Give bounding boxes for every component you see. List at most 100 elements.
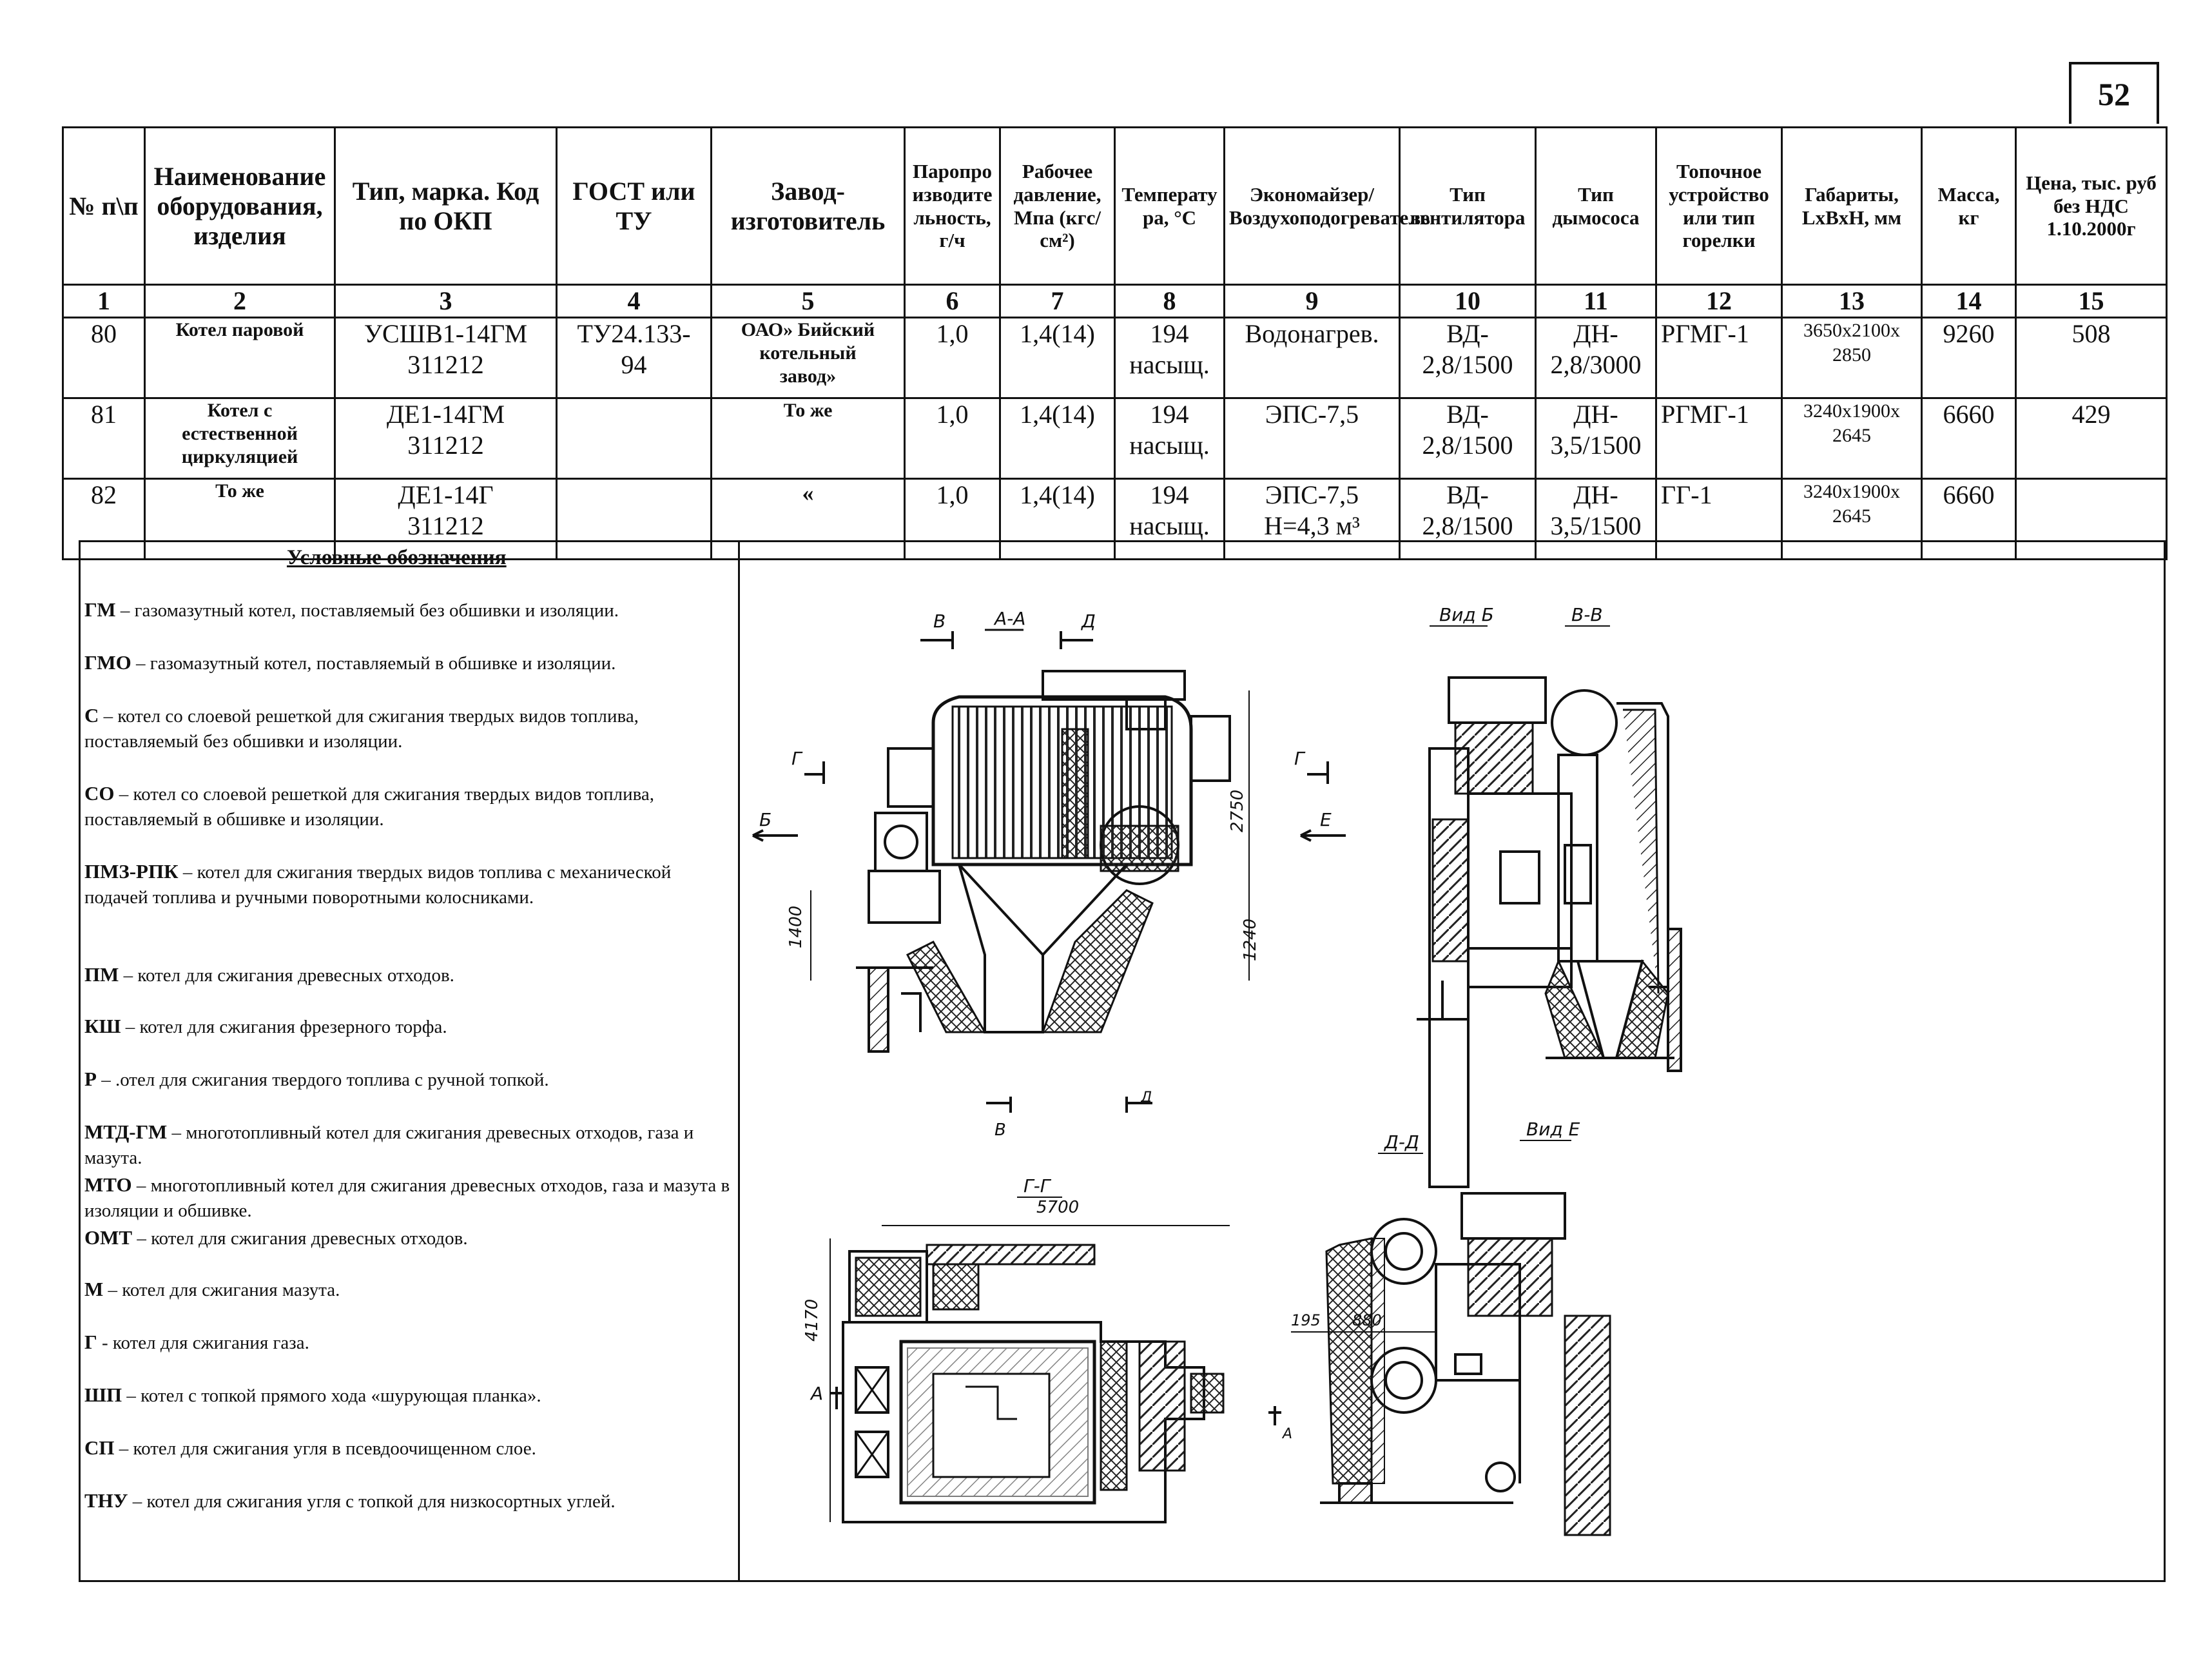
row-economizer: Водонагрев. bbox=[1223, 317, 1401, 399]
row-fan: ВД-2,8/1500 bbox=[1399, 478, 1537, 560]
label-cut-d-bottom: Д bbox=[1140, 1090, 1152, 1106]
col-number: 12 bbox=[1655, 284, 1783, 318]
label-cut-v-bottom: В bbox=[994, 1120, 1006, 1140]
row-maker: То же bbox=[710, 397, 906, 480]
label-view-aa: А-А bbox=[993, 608, 1025, 629]
dim-4170: 4170 bbox=[802, 1299, 822, 1342]
dim-195: 195 bbox=[1291, 1311, 1321, 1329]
bottom-section: Условные обозначения ГМ – газомазутный к… bbox=[79, 540, 2166, 1582]
label-cut-a-right: А bbox=[1281, 1426, 1292, 1442]
dim-1400: 1400 bbox=[786, 906, 806, 948]
col-number: 8 bbox=[1114, 284, 1225, 318]
row-mass: 6660 bbox=[1921, 397, 2017, 480]
row-gost: ТУ24.133-94 bbox=[556, 317, 712, 399]
col-number: 4 bbox=[556, 284, 712, 318]
label-view-e-arrow: Е bbox=[1320, 809, 1332, 830]
legend-title: Условные обозначения bbox=[287, 546, 507, 569]
row-no: 82 bbox=[62, 478, 146, 560]
legend-item: МТО – многотопливный котел для сжигания … bbox=[84, 1173, 730, 1221]
col-header-mass: Масса, кг bbox=[1921, 126, 2017, 286]
row-name: То же bbox=[144, 478, 336, 560]
header-row: № п\п Наименование оборудования, изделия… bbox=[62, 126, 2168, 286]
col-header-capacity: Паропроизводительность, г/ч bbox=[904, 126, 1001, 286]
row-exhauster: ДН-3,5/1500 bbox=[1535, 397, 1657, 480]
col-header-temperature: Температура, °С bbox=[1114, 126, 1225, 286]
col-number: 2 bbox=[144, 284, 336, 318]
row-pressure: 1,4(14) bbox=[999, 317, 1116, 399]
row-price bbox=[2015, 478, 2168, 560]
dim-5700: 5700 bbox=[1036, 1198, 1079, 1217]
legend-item: КШ – котел для сжигания фрезерного торфа… bbox=[84, 1015, 447, 1037]
label-cut-g: Г bbox=[791, 748, 803, 769]
label-cut-a: А bbox=[810, 1383, 823, 1404]
page-number: 52 bbox=[2069, 62, 2159, 124]
label-view-dd: Д-Д bbox=[1383, 1131, 1419, 1153]
col-header-name: Наименование оборудования, изделия bbox=[144, 126, 336, 286]
col-number: 9 bbox=[1223, 284, 1401, 318]
view-b-vv: Вид Б В-В bbox=[1417, 604, 1682, 1188]
label-cut-g-right: Г bbox=[1294, 748, 1306, 769]
label-view-vv: В-В bbox=[1571, 604, 1603, 625]
label-view-b-arrow: Б bbox=[759, 809, 771, 830]
legend-item: Р – .отел для сжигания твердого топлива … bbox=[84, 1068, 549, 1090]
row-burner: ГГ-1 bbox=[1655, 478, 1783, 560]
col-header-pressure: Рабочее давление, Мпа (кгс/см²) bbox=[999, 126, 1116, 286]
legend-item: ПМЗ-РПК – котел для сжигания твердых вид… bbox=[84, 860, 672, 908]
col-header-exhauster: Тип дымососа bbox=[1535, 126, 1657, 286]
legend-item: СО – котел со слоевой решеткой для сжига… bbox=[84, 782, 655, 830]
legend-item: СП – котел для сжигания угля в псевдоочи… bbox=[84, 1436, 536, 1459]
legend-item: ТНУ – котел для сжигания угля с топкой д… bbox=[84, 1489, 616, 1512]
row-exhauster: ДН-2,8/3000 bbox=[1535, 317, 1657, 399]
row-capacity: 1,0 bbox=[904, 317, 1001, 399]
col-number: 11 bbox=[1535, 284, 1657, 318]
label-cut-d: Д bbox=[1080, 611, 1096, 632]
legend-item: ГМ – газомазутный котел, поставляемый бе… bbox=[84, 598, 619, 621]
col-number: 1 bbox=[62, 284, 146, 318]
col-header-fan: Тип вентилятора bbox=[1399, 126, 1537, 286]
row-capacity: 1,0 bbox=[904, 478, 1001, 560]
row-no: 80 bbox=[62, 317, 146, 399]
row-fan: ВД-2,8/1500 bbox=[1399, 397, 1537, 480]
row-gost bbox=[556, 397, 712, 480]
dim-1240: 1240 bbox=[1241, 919, 1260, 961]
dim-2750: 2750 bbox=[1228, 790, 1247, 832]
legend-item: М – котел для сжигания мазута. bbox=[84, 1278, 340, 1300]
legend-item: С – котел со слоевой решеткой для сжиган… bbox=[84, 704, 639, 752]
view-gg: Г-Г 5700 4170 bbox=[802, 1175, 1292, 1523]
row-name: Котел паровой bbox=[144, 317, 336, 399]
col-header-type: Тип, марка. Код по ОКП bbox=[334, 126, 558, 286]
row-mass: 9260 bbox=[1921, 317, 2017, 399]
col-header-dimensions: Габариты, LxBxH, мм bbox=[1781, 126, 1923, 286]
col-header-maker: Завод-изготовитель bbox=[710, 126, 906, 286]
label-view-e: Вид Е bbox=[1526, 1119, 1580, 1140]
column-number-row: 1 2 3 4 5 6 7 8 9 10 11 12 13 14 15 bbox=[62, 284, 2168, 318]
col-number: 7 bbox=[999, 284, 1116, 318]
view-dd-e: Д-Д Вид Е bbox=[1291, 1119, 1611, 1536]
legend-item: ШП – котел с топкой прямого хода «шурующ… bbox=[84, 1383, 541, 1406]
row-maker: « bbox=[710, 478, 906, 560]
legend-item: ПМ – котел для сжигания древесных отходо… bbox=[84, 963, 454, 986]
col-number: 14 bbox=[1921, 284, 2017, 318]
row-burner: РГМГ-1 bbox=[1655, 397, 1783, 480]
row-capacity: 1,0 bbox=[904, 397, 1001, 480]
legend-item: ОМТ – котел для сжигания древесных отход… bbox=[84, 1226, 468, 1249]
col-header-price: Цена, тыс. руб без НДС 1.10.2000г bbox=[2015, 126, 2168, 286]
row-fan: ВД-2,8/1500 bbox=[1399, 317, 1537, 399]
col-header-burner: Топочное устройство или тип горелки bbox=[1655, 126, 1783, 286]
col-number: 3 bbox=[334, 284, 558, 318]
view-aa: А-А В Д bbox=[752, 608, 1346, 1140]
col-number: 13 bbox=[1781, 284, 1923, 318]
